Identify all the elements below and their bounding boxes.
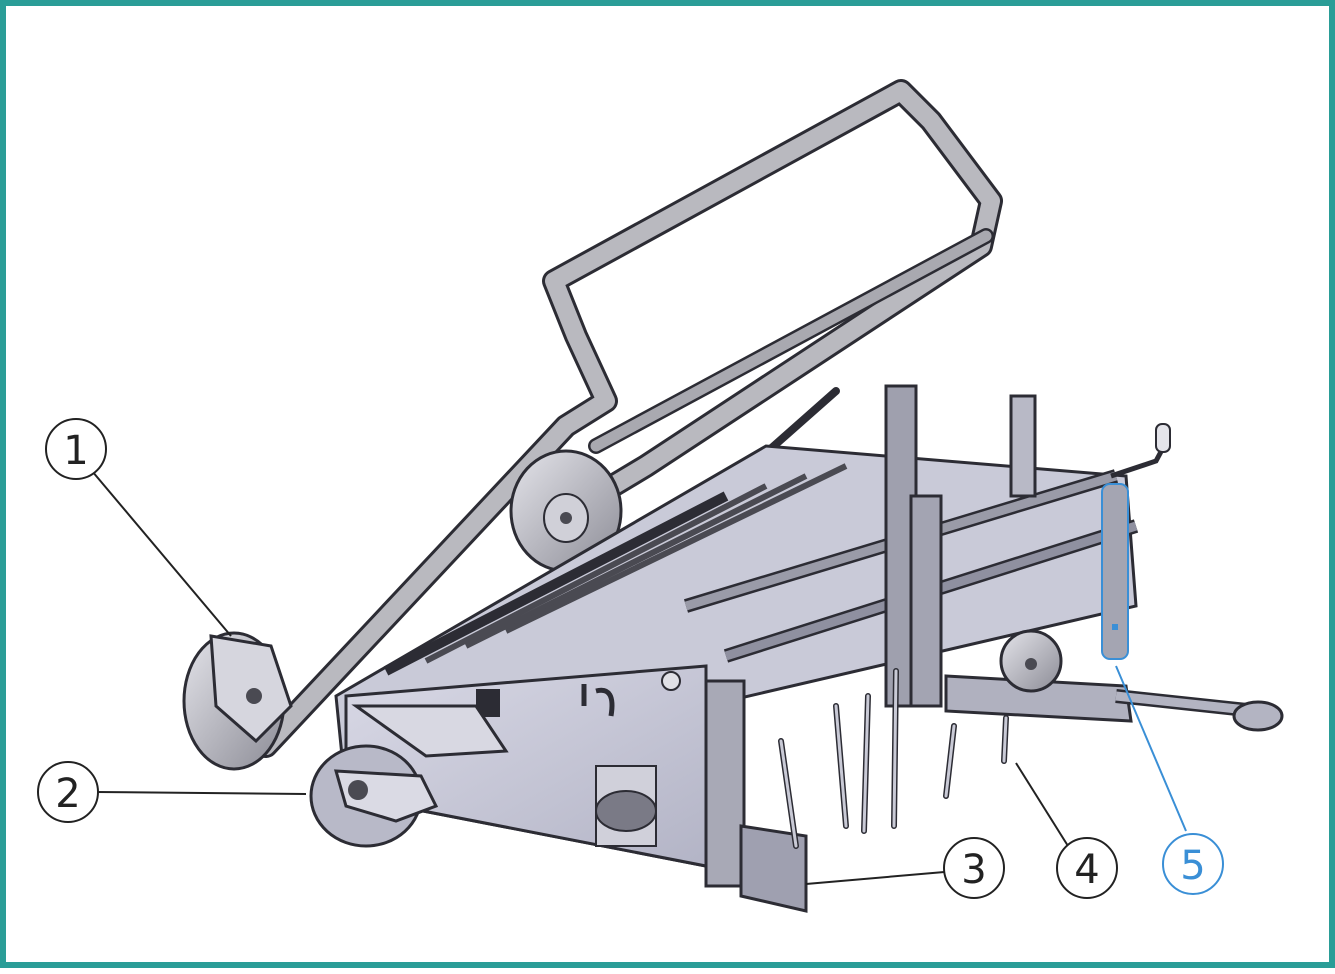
machine-drawing: 1 2 3 4 5 bbox=[37, 79, 1284, 913]
callout-4-circle bbox=[1056, 837, 1118, 899]
callout-3-circle bbox=[943, 837, 1005, 899]
callout-5-circle bbox=[1162, 833, 1224, 895]
callout-2-label: 2 bbox=[55, 771, 80, 817]
leader-lines bbox=[91, 470, 1187, 885]
right-wheel bbox=[999, 629, 1063, 693]
chassis-body bbox=[334, 384, 1284, 913]
gear-wheel bbox=[309, 744, 439, 848]
callout-5-label: 5 bbox=[1180, 843, 1205, 889]
callout-2: 2 bbox=[37, 761, 99, 823]
callout-1-circle bbox=[45, 418, 107, 480]
callout-4: 4 bbox=[1056, 837, 1118, 899]
rear-wheel bbox=[509, 449, 623, 573]
callout-1-label: 1 bbox=[63, 428, 88, 474]
callout-3-label: 3 bbox=[961, 847, 986, 893]
callout-1: 1 bbox=[45, 418, 107, 480]
callout-4-label: 4 bbox=[1074, 847, 1099, 893]
front-wheel bbox=[182, 631, 293, 771]
callout-5: 5 bbox=[1162, 833, 1224, 895]
height-adjuster bbox=[1101, 423, 1171, 660]
callout-3: 3 bbox=[943, 837, 1005, 899]
callout-2-circle bbox=[37, 761, 99, 823]
